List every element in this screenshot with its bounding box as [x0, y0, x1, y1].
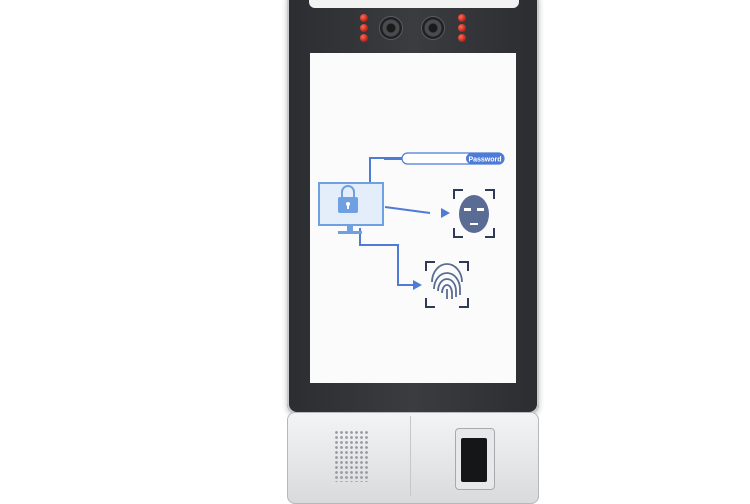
indicator-led [458, 34, 466, 42]
arrow-head [441, 208, 450, 218]
fingerprint-sensor-window [461, 438, 487, 482]
password-field-icon: Password [401, 152, 505, 165]
connector-to-fingerprint [359, 228, 414, 286]
fingerprint-scan-icon [425, 261, 469, 308]
indicator-led [360, 34, 368, 42]
authentication-diagram: Password [318, 152, 505, 308]
indicator-led [360, 14, 368, 22]
base-seam [410, 416, 411, 496]
speaker-grille [334, 430, 368, 482]
indicator-led [360, 24, 368, 32]
touch-screen[interactable]: Password [310, 53, 516, 383]
terminal-base [287, 412, 539, 504]
connector-to-password [369, 157, 402, 183]
indicator-led [458, 24, 466, 32]
top-light-strip [309, 0, 519, 8]
monitor-lock-icon [318, 182, 384, 234]
password-label: Password [468, 157, 501, 164]
left-camera [380, 17, 402, 39]
face-scan-icon [453, 189, 495, 238]
indicator-led [458, 14, 466, 22]
connector-to-face [384, 206, 431, 214]
right-camera [422, 17, 444, 39]
arrow-head [413, 280, 422, 290]
